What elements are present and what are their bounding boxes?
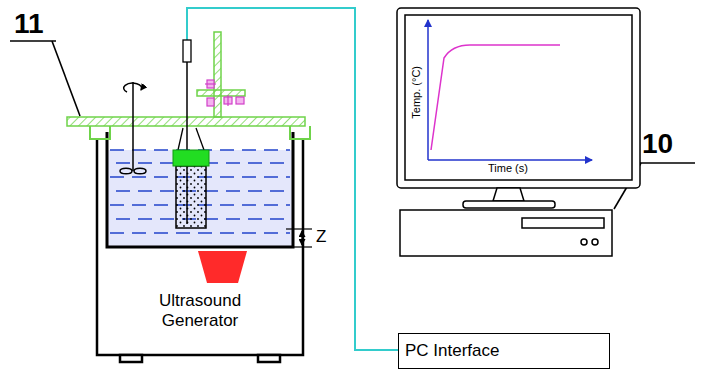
generator-housing-box: Ultrasound Generator [99, 249, 301, 353]
bolts [205, 80, 244, 106]
z-dimension [286, 229, 312, 247]
lid-plate [67, 117, 305, 126]
temperature-chart [428, 20, 592, 160]
axis-label: Time (s) [488, 162, 528, 175]
computer [397, 8, 640, 256]
vessel [107, 132, 293, 247]
liquid [108, 150, 292, 246]
liquid-lines [110, 150, 290, 233]
transducer [198, 251, 247, 283]
callout-number: 10 [642, 128, 673, 160]
box-label: Ultrasound Generator [140, 291, 260, 332]
temperature-probe [173, 40, 209, 228]
interface-box: PC Interface [398, 333, 610, 369]
support-rod [214, 32, 221, 117]
stirrer [120, 82, 146, 174]
callout-number: 11 [14, 8, 44, 40]
dimension-label: Z [316, 227, 326, 247]
axis-label: Temp. (°C) [410, 66, 423, 119]
rim-clamps [90, 126, 310, 139]
box-label: PC Interface [405, 341, 609, 361]
support-arm [197, 90, 245, 96]
generator-housing [97, 138, 303, 362]
